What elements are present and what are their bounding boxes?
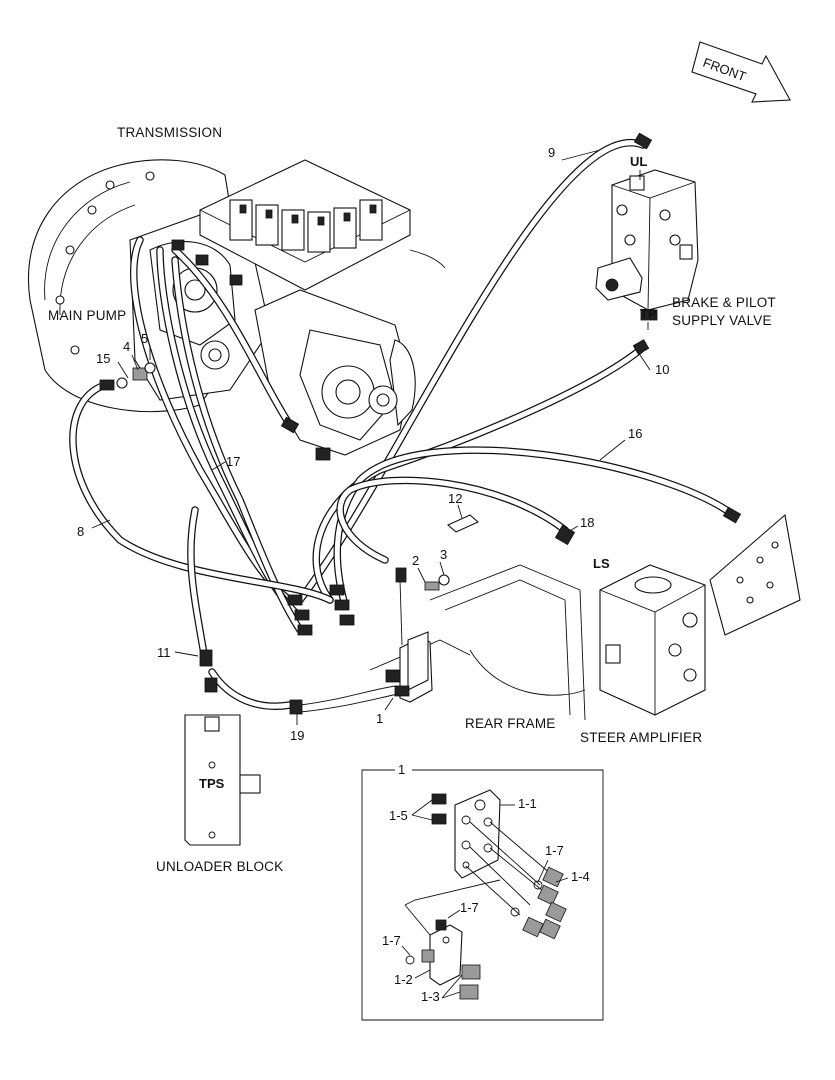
rear-frame	[369, 564, 586, 721]
leader-lines	[91, 149, 651, 999]
detail-label-1-7-a: 1-7	[545, 843, 564, 858]
callout-2: 2	[412, 553, 419, 568]
callout-5: 5	[141, 331, 148, 346]
detail-label-1-1: 1-1	[518, 796, 537, 811]
hose-bundle	[69, 139, 739, 713]
unloader-block-label: UNLOADER BLOCK	[156, 859, 283, 874]
brake-pilot-label-line2: SUPPLY VALVE	[672, 313, 772, 328]
callout-10: 10	[655, 362, 669, 377]
callout-12: 12	[448, 491, 462, 506]
detail-label-1-3: 1-3	[421, 989, 440, 1004]
callout-8: 8	[77, 524, 84, 539]
detail-label-1-7-b: 1-7	[460, 900, 479, 915]
callout-9: 9	[548, 145, 555, 160]
callout-19: 19	[290, 728, 304, 743]
distribution-manifold	[385, 631, 433, 703]
transmission	[28, 159, 446, 456]
detail-label-1-2: 1-2	[394, 972, 413, 987]
callout-16: 16	[628, 426, 642, 441]
callout-3: 3	[440, 547, 447, 562]
front-direction-arrow: FRONT	[691, 41, 791, 103]
unloader-block	[184, 714, 261, 846]
main-pump-label: MAIN PUMP	[48, 308, 126, 323]
brake-pilot-supply-valve	[595, 169, 699, 321]
detail-label-1-5: 1-5	[389, 808, 408, 823]
port-ul-label: UL	[630, 154, 647, 169]
steer-amplifier	[599, 513, 801, 716]
callout-11: 11	[157, 645, 171, 660]
detail-label-1-7-c: 1-7	[382, 933, 401, 948]
rear-frame-label: REAR FRAME	[465, 716, 556, 731]
steer-amplifier-label: STEER AMPLIFIER	[580, 730, 702, 745]
callout-15: 15	[96, 351, 110, 366]
callout-1: 1	[376, 711, 383, 726]
detail-inset: 1	[361, 762, 604, 1021]
detail-title: 1	[398, 762, 405, 777]
port-tp-label: TP	[640, 306, 657, 321]
port-ls-label: LS	[593, 556, 610, 571]
brake-pilot-label-line1: BRAKE & PILOT	[672, 295, 776, 310]
callout-17: 17	[226, 454, 240, 469]
callout-18: 18	[580, 515, 594, 530]
detail-label-1-4: 1-4	[571, 869, 590, 884]
transmission-label: TRANSMISSION	[117, 125, 222, 140]
callout-4: 4	[123, 339, 130, 354]
fittings	[99, 132, 742, 715]
port-tps-label: TPS	[199, 776, 225, 791]
